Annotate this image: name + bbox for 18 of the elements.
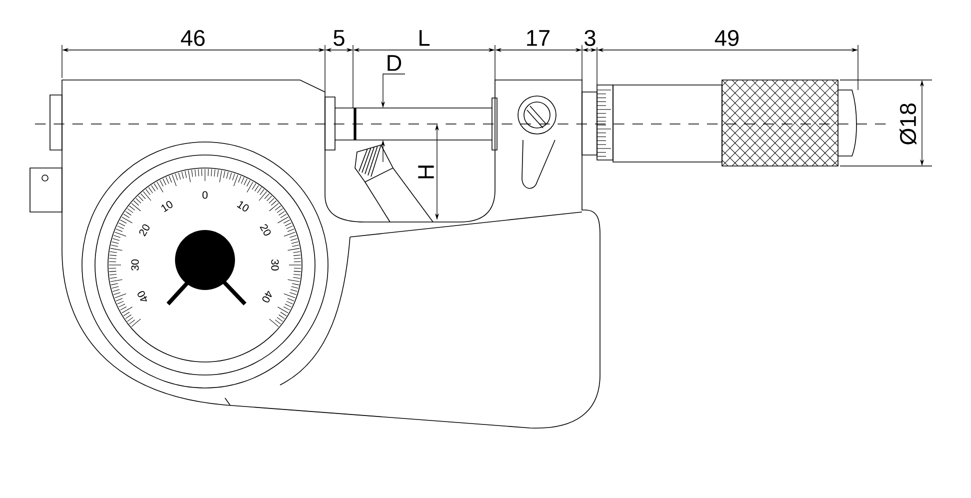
dimension-label: H bbox=[416, 162, 436, 182]
dial-number: 30 bbox=[131, 259, 139, 271]
dial-number: 40 bbox=[262, 290, 272, 302]
dial-number: 10 bbox=[236, 201, 249, 212]
dial-number: 0 bbox=[202, 191, 208, 199]
dial-number: 20 bbox=[139, 224, 150, 236]
dimension-label: 3 bbox=[582, 28, 598, 48]
dimension-label: D bbox=[384, 54, 404, 72]
dimension-label: 49 bbox=[713, 28, 741, 48]
dial-number: 20 bbox=[260, 224, 271, 236]
dial-number: 30 bbox=[271, 259, 279, 270]
dial-number: 10 bbox=[161, 201, 172, 212]
dimension-label: 17 bbox=[524, 28, 552, 48]
dial-number: 40 bbox=[138, 291, 148, 302]
dimension-label: 5 bbox=[331, 28, 347, 48]
dimension-label: Ø18 bbox=[898, 101, 918, 147]
dimension-label: L bbox=[416, 28, 432, 48]
dimension-label: 46 bbox=[179, 28, 207, 48]
